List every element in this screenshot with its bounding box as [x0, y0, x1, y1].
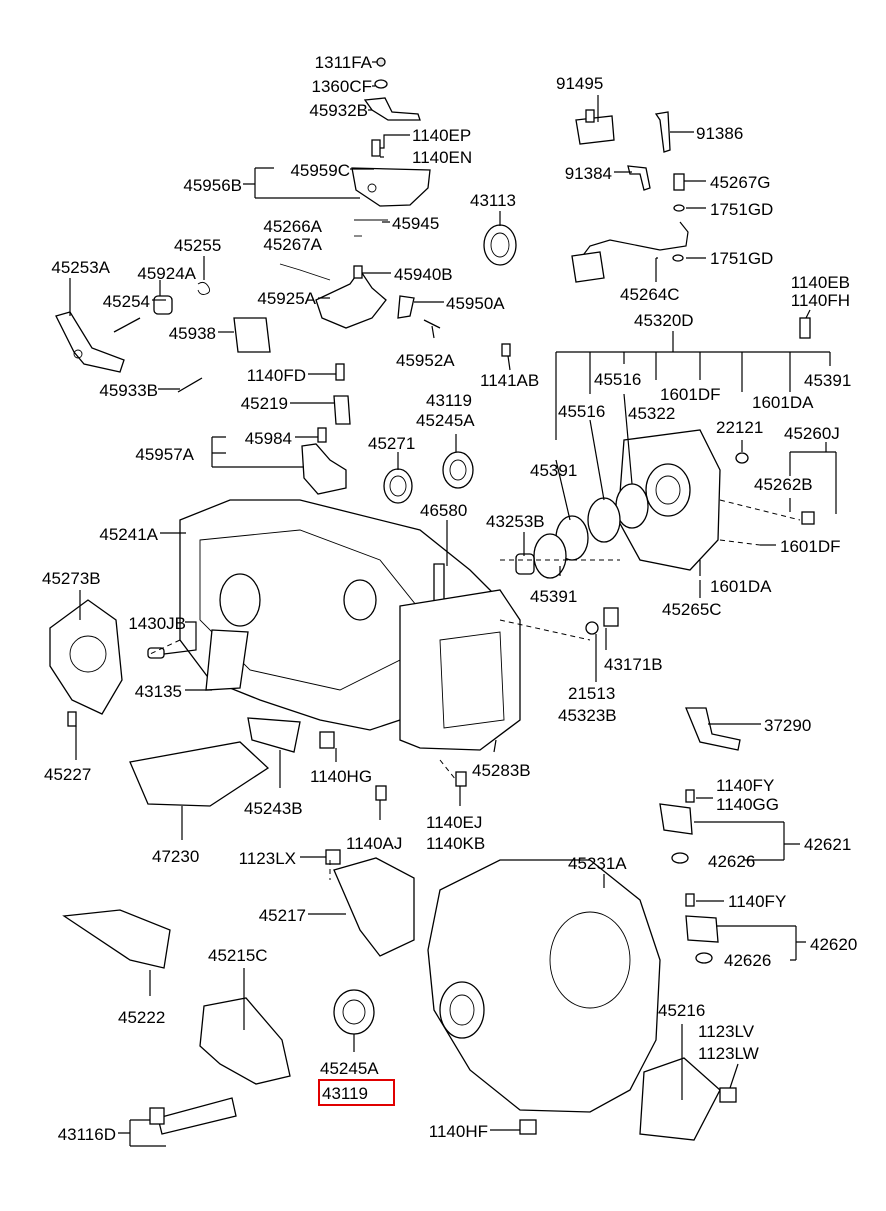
- part-label[interactable]: 1751GD: [710, 249, 773, 268]
- part-labels: 1311FA 1360CF 45932B 1140EP 1140EN 45959…: [42, 53, 857, 1144]
- part-label[interactable]: 45933B: [99, 381, 158, 400]
- part-label[interactable]: 1140GG: [716, 795, 779, 814]
- part-label[interactable]: 45241A: [99, 525, 158, 544]
- part-label[interactable]: 45950A: [446, 294, 505, 313]
- part-label[interactable]: 1140AJ: [346, 834, 402, 853]
- part-label[interactable]: 1140EB: [791, 273, 850, 292]
- part-label[interactable]: 1311FA: [315, 53, 373, 72]
- part-label[interactable]: 43116D: [58, 1125, 116, 1144]
- part-label[interactable]: 91386: [696, 124, 743, 143]
- part-label[interactable]: 1123LX: [239, 849, 296, 868]
- part-label[interactable]: 45271: [368, 434, 415, 453]
- part-label[interactable]: 45391: [530, 461, 577, 480]
- part-label[interactable]: 45320D: [634, 311, 694, 330]
- part-label[interactable]: 45267A: [263, 235, 322, 254]
- part-label[interactable]: 45283B: [472, 761, 531, 780]
- part-label[interactable]: 1601DA: [752, 393, 814, 412]
- part-label[interactable]: 45516: [594, 370, 641, 389]
- part-label[interactable]: 45217: [259, 906, 306, 925]
- part-label[interactable]: 45262B: [754, 475, 813, 494]
- part-label[interactable]: 1601DF: [660, 385, 720, 404]
- part-label[interactable]: 45219: [241, 394, 288, 413]
- part-label[interactable]: 45932B: [309, 101, 368, 120]
- part-label[interactable]: 42621: [804, 835, 851, 854]
- part-label[interactable]: 1140EN: [412, 148, 472, 167]
- part-label[interactable]: 45925A: [257, 289, 316, 308]
- part-label[interactable]: 21513: [568, 684, 615, 703]
- part-label[interactable]: 45245A: [416, 411, 475, 430]
- part-label[interactable]: 43171B: [604, 655, 663, 674]
- part-label[interactable]: 45391: [804, 371, 851, 390]
- leader-lines: [69, 61, 837, 1147]
- part-label[interactable]: 45231A: [568, 854, 627, 873]
- selected-part-highlight-box: [318, 1079, 395, 1106]
- part-label[interactable]: 45940B: [394, 265, 453, 284]
- part-label[interactable]: 45215C: [208, 946, 268, 965]
- part-label[interactable]: 43253B: [486, 512, 545, 531]
- part-label[interactable]: 45255: [174, 236, 221, 255]
- part-label[interactable]: 45267G: [710, 173, 771, 192]
- part-label[interactable]: 45945: [392, 214, 439, 233]
- part-label[interactable]: 1601DA: [710, 577, 772, 596]
- part-label[interactable]: 37290: [764, 716, 811, 735]
- part-label-highlighted[interactable]: 43119: [322, 1084, 368, 1103]
- part-label[interactable]: 42620: [810, 935, 857, 954]
- part-label[interactable]: 1123LV: [698, 1022, 755, 1041]
- part-label[interactable]: 45956B: [183, 176, 242, 195]
- part-label[interactable]: 45266A: [263, 217, 322, 236]
- part-label[interactable]: 45952A: [396, 351, 455, 370]
- part-label[interactable]: 1140FH: [791, 291, 850, 310]
- part-label[interactable]: 1140EJ: [426, 813, 482, 832]
- part-label[interactable]: 1140FY: [728, 892, 786, 911]
- part-label[interactable]: 45957A: [135, 445, 194, 464]
- part-label[interactable]: 45253A: [51, 258, 110, 277]
- part-label[interactable]: 45260J: [784, 424, 840, 443]
- part-label[interactable]: 45245A: [320, 1059, 379, 1078]
- part-label[interactable]: 45516: [558, 402, 605, 421]
- part-label[interactable]: 45216: [658, 1001, 705, 1020]
- part-label[interactable]: 43113: [470, 191, 516, 210]
- part-label[interactable]: 45273B: [42, 569, 101, 588]
- part-label[interactable]: 91495: [556, 74, 603, 93]
- part-label[interactable]: 1140HF: [429, 1122, 488, 1141]
- part-label[interactable]: 43119: [426, 391, 472, 410]
- part-label[interactable]: 1140HG: [310, 767, 372, 786]
- part-label[interactable]: 47230: [152, 847, 199, 866]
- part-label[interactable]: 1141AB: [480, 371, 539, 390]
- part-label[interactable]: 1430JB: [128, 614, 186, 633]
- part-label[interactable]: 1123LW: [698, 1044, 759, 1063]
- part-label[interactable]: 45984: [245, 429, 292, 448]
- part-label[interactable]: 45264C: [620, 285, 680, 304]
- part-label[interactable]: 1140FD: [247, 366, 306, 385]
- part-label[interactable]: 1140FY: [716, 776, 774, 795]
- part-label[interactable]: 45265C: [662, 600, 722, 619]
- part-label[interactable]: 45222: [118, 1008, 165, 1027]
- part-label[interactable]: 1751GD: [710, 200, 773, 219]
- part-label[interactable]: 45924A: [137, 264, 196, 283]
- part-drawings: [49, 57, 815, 1141]
- part-label[interactable]: 43135: [135, 682, 182, 701]
- part-label[interactable]: 22121: [716, 418, 763, 437]
- part-label[interactable]: 1360CF: [312, 77, 372, 96]
- part-label[interactable]: 42626: [724, 951, 771, 970]
- part-label[interactable]: 45227: [44, 765, 91, 784]
- part-label[interactable]: 45322: [628, 404, 675, 423]
- part-label[interactable]: 45243B: [244, 799, 303, 818]
- part-label[interactable]: 91384: [565, 164, 612, 183]
- part-label[interactable]: 1601DF: [780, 537, 840, 556]
- part-label[interactable]: 1140EP: [412, 126, 471, 145]
- part-label[interactable]: 45391: [530, 587, 577, 606]
- part-label[interactable]: 42626: [708, 852, 755, 871]
- part-label[interactable]: 45938: [169, 324, 216, 343]
- part-label[interactable]: 45254: [103, 292, 150, 311]
- part-label[interactable]: 1140KB: [426, 834, 485, 853]
- part-label[interactable]: 46580: [420, 501, 467, 520]
- part-label[interactable]: 45959C: [290, 161, 350, 180]
- part-label[interactable]: 45323B: [558, 706, 617, 725]
